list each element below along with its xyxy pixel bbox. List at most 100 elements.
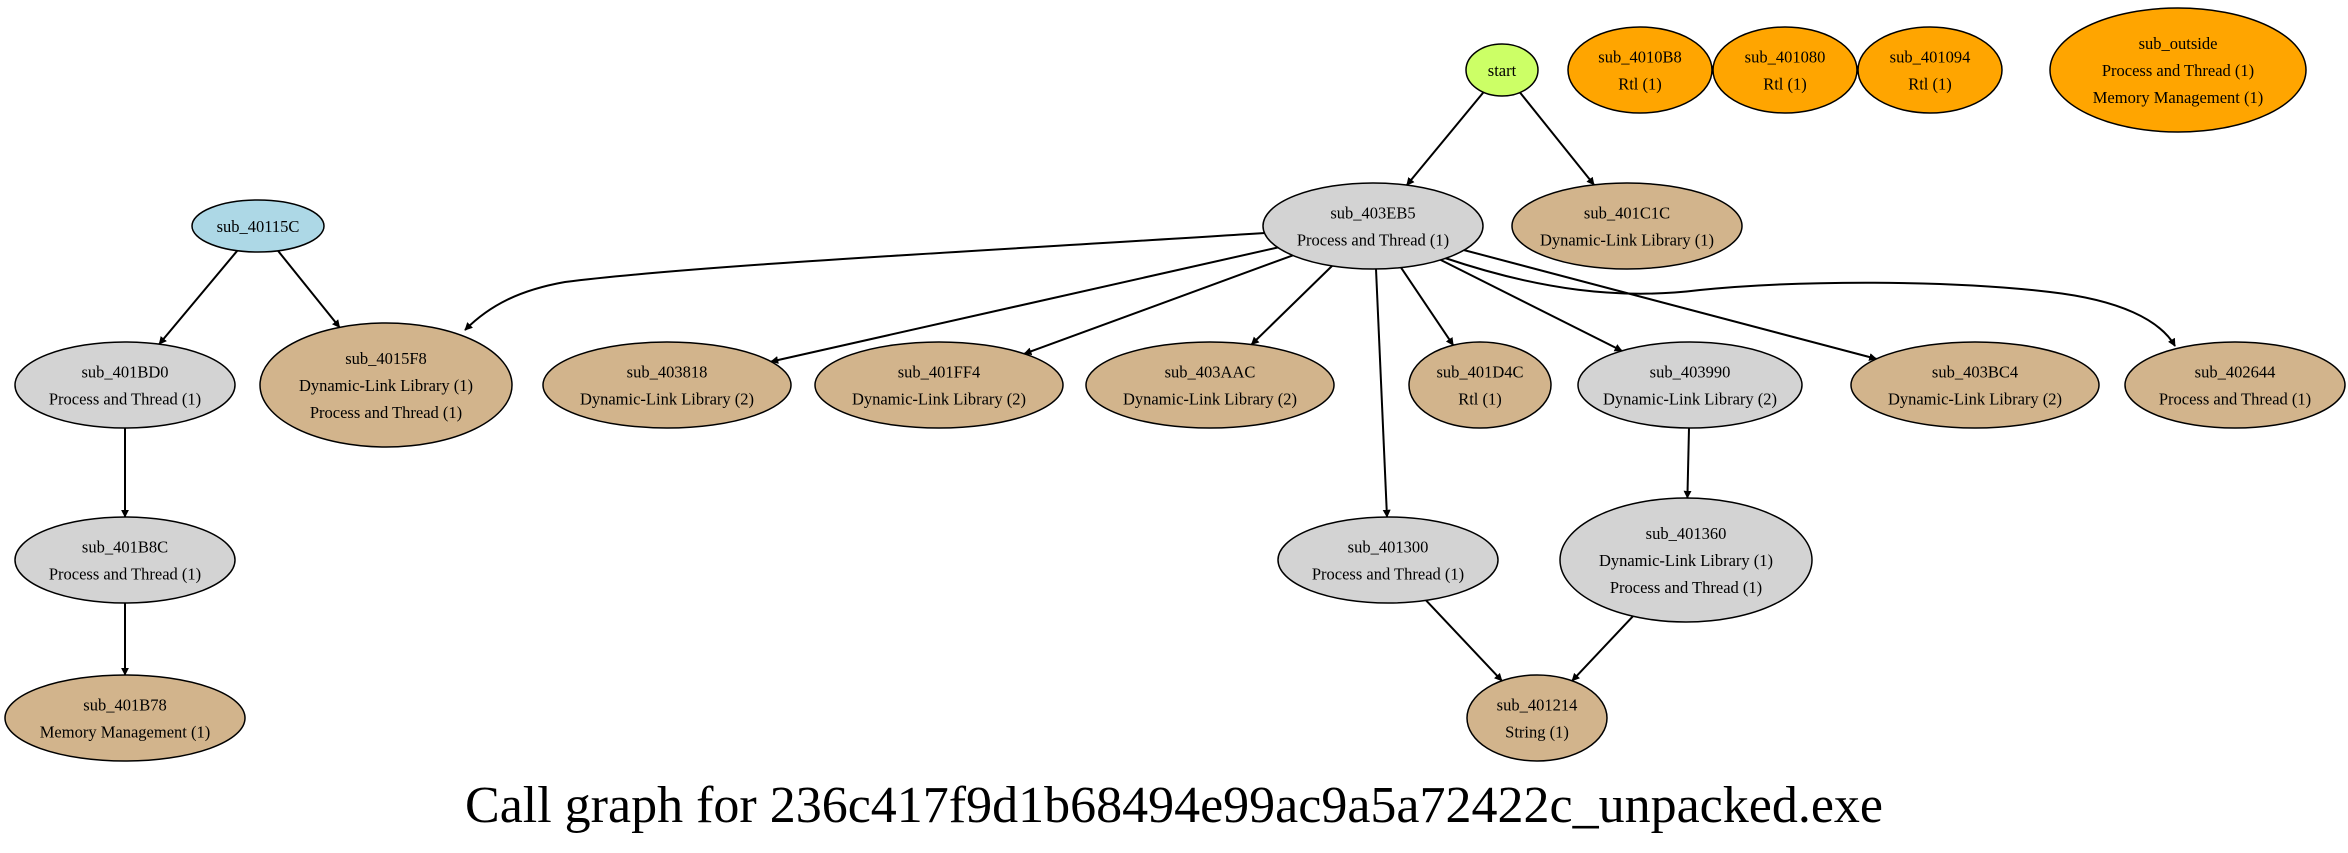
node-title: sub_403BC4 bbox=[1932, 363, 2018, 382]
node-shape bbox=[1850, 341, 2100, 429]
node-shape bbox=[1712, 26, 1858, 114]
node-api-category: Process and Thread (1) bbox=[49, 390, 201, 409]
node-title: sub_402644 bbox=[2195, 363, 2276, 382]
edge-sub_403EB5-to-sub_403990 bbox=[1440, 259, 1623, 352]
node-api-category: Dynamic-Link Library (1) bbox=[1599, 551, 1773, 570]
node-shape bbox=[14, 341, 236, 429]
node-api-category: Process and Thread (1) bbox=[49, 565, 201, 584]
node-title: sub_401360 bbox=[1646, 524, 1727, 543]
edge-sub_403EB5-to-sub_403818 bbox=[770, 246, 1278, 364]
node-sub_401D4C[interactable]: sub_401D4C Rtl (1) bbox=[1408, 341, 1552, 429]
node-shape bbox=[259, 322, 513, 448]
node-start[interactable]: start bbox=[1465, 43, 1539, 97]
node-shape bbox=[542, 341, 792, 429]
node-shape bbox=[14, 516, 236, 604]
edge-sub_401360-to-sub_401214 bbox=[1571, 615, 1634, 682]
node-title: sub_401D4C bbox=[1436, 363, 1523, 382]
node-title: sub_4010B8 bbox=[1598, 48, 1681, 67]
node-api-category: Process and Thread (1) bbox=[1312, 565, 1464, 584]
node-sub_40115C[interactable]: sub_40115C bbox=[191, 199, 325, 253]
node-shape bbox=[1465, 43, 1539, 97]
node-shape bbox=[1466, 674, 1608, 762]
node-shape bbox=[191, 199, 325, 253]
edge-sub_403990-to-sub_401360 bbox=[1683, 427, 1692, 499]
node-api-category: Dynamic-Link Library (2) bbox=[1123, 390, 1297, 409]
edge-sub_403EB5-to-sub_401300 bbox=[1375, 268, 1391, 518]
edges-layer bbox=[121, 91, 2176, 682]
node-api-category: Rtl (1) bbox=[1618, 75, 1662, 94]
node-sub_403AAC[interactable]: sub_403AAC Dynamic-Link Library (2) bbox=[1085, 341, 1335, 429]
node-sub_401B8C[interactable]: sub_401B8C Process and Thread (1) bbox=[14, 516, 236, 604]
edge-sub_40115C-to-sub_4015F8 bbox=[277, 250, 341, 329]
node-api-category: Rtl (1) bbox=[1763, 75, 1807, 94]
edge-sub_403EB5-to-sub_403BC4 bbox=[1463, 249, 1878, 361]
node-shape bbox=[1085, 341, 1335, 429]
node-title: sub_401C1C bbox=[1584, 204, 1670, 223]
node-title: sub_403AAC bbox=[1165, 363, 1256, 382]
node-title: sub_403818 bbox=[627, 363, 708, 382]
node-api-category: Process and Thread (1) bbox=[2102, 61, 2254, 80]
edge-sub_403EB5-to-sub_401FF4 bbox=[1023, 254, 1294, 356]
node-api-category: Memory Management (1) bbox=[2093, 88, 2263, 107]
node-title: sub_403990 bbox=[1650, 363, 1731, 382]
node-shape bbox=[2124, 341, 2346, 429]
node-api-category: Dynamic-Link Library (2) bbox=[1603, 390, 1777, 409]
node-shape bbox=[4, 674, 246, 762]
node-api-category: Rtl (1) bbox=[1458, 390, 1502, 409]
node-sub_401C1C[interactable]: sub_401C1C Dynamic-Link Library (1) bbox=[1511, 182, 1743, 270]
node-title: sub_401214 bbox=[1497, 696, 1578, 715]
node-shape bbox=[1567, 26, 1713, 114]
node-api-category: Dynamic-Link Library (2) bbox=[1888, 390, 2062, 409]
node-api-category: Rtl (1) bbox=[1908, 75, 1952, 94]
edge-sub_403EB5-to-sub_4015F8 bbox=[464, 232, 1266, 331]
node-title: sub_401094 bbox=[1890, 48, 1971, 67]
node-api-category: Process and Thread (1) bbox=[1610, 578, 1762, 597]
edge-sub_40115C-to-sub_401BD0 bbox=[158, 250, 239, 345]
node-shape bbox=[1262, 182, 1484, 270]
edge-start-to-sub_403EB5 bbox=[1406, 91, 1485, 186]
edge-sub_403EB5-to-sub_401D4C bbox=[1400, 267, 1455, 346]
edge-sub_403EB5-to-sub_402644 bbox=[1444, 257, 2176, 347]
node-shape bbox=[1577, 341, 1803, 429]
node-api-category: Dynamic-Link Library (1) bbox=[1540, 231, 1714, 250]
node-api-category: Dynamic-Link Library (1) bbox=[299, 376, 473, 395]
node-title: sub_40115C bbox=[217, 217, 300, 236]
node-title: sub_401B78 bbox=[83, 696, 166, 715]
node-api-category: Process and Thread (1) bbox=[1297, 231, 1449, 250]
node-shape bbox=[1857, 26, 2003, 114]
node-shape bbox=[814, 341, 1064, 429]
node-title: sub_401300 bbox=[1348, 538, 1429, 557]
node-title: sub_401BD0 bbox=[81, 363, 168, 382]
node-shape bbox=[1277, 516, 1499, 604]
node-api-category: Process and Thread (1) bbox=[310, 403, 462, 422]
edge-start-to-sub_401C1C bbox=[1519, 91, 1595, 186]
edge-sub_401300-to-sub_401214 bbox=[1425, 599, 1503, 682]
edge-sub_403EB5-to-sub_403AAC bbox=[1250, 265, 1333, 346]
node-api-category: Dynamic-Link Library (2) bbox=[580, 390, 754, 409]
node-title: sub_401080 bbox=[1745, 48, 1826, 67]
node-api-category: Dynamic-Link Library (2) bbox=[852, 390, 1026, 409]
graph-caption: Call graph for 236c417f9d1b68494e99ac9a5… bbox=[465, 777, 1883, 834]
node-title: sub_401B8C bbox=[82, 538, 168, 557]
node-title: sub_outside bbox=[2139, 34, 2218, 53]
node-api-category: String (1) bbox=[1505, 723, 1569, 742]
node-shape bbox=[2049, 7, 2307, 133]
